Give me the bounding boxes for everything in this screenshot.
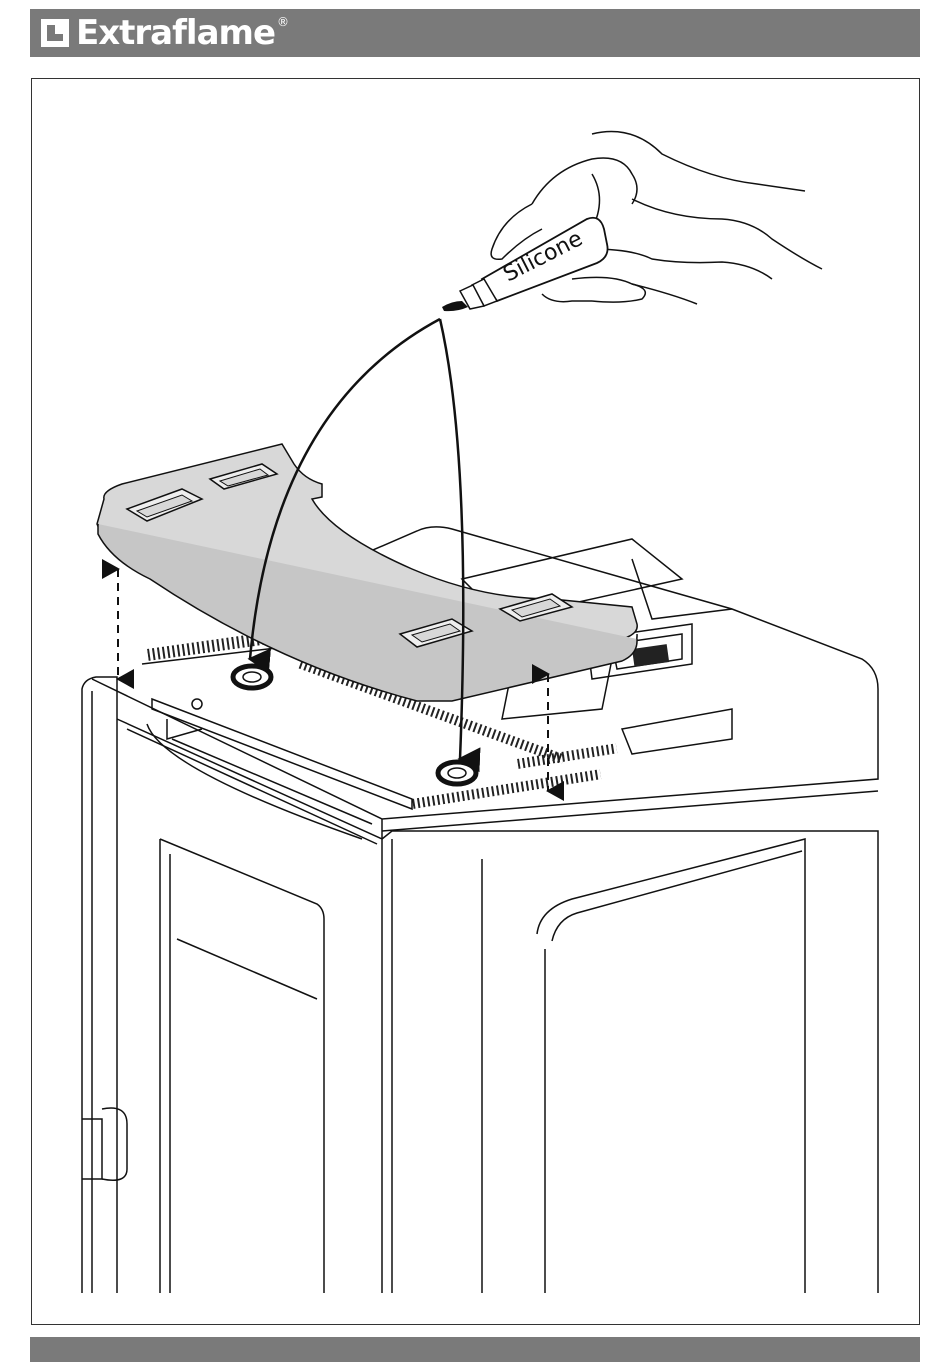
installation-illustration: Silicone: [32, 79, 919, 1324]
illustration-frame: Silicone: [31, 78, 920, 1325]
header-bar: Extraflame ®: [30, 9, 920, 57]
footer-bar: [30, 1337, 920, 1362]
registered-mark: ®: [277, 15, 289, 29]
top-cover-panel: [97, 444, 637, 701]
brand-mark-icon: [38, 16, 72, 50]
brand-logo: Extraflame ®: [38, 13, 289, 53]
brand-name: Extraflame: [76, 13, 275, 53]
